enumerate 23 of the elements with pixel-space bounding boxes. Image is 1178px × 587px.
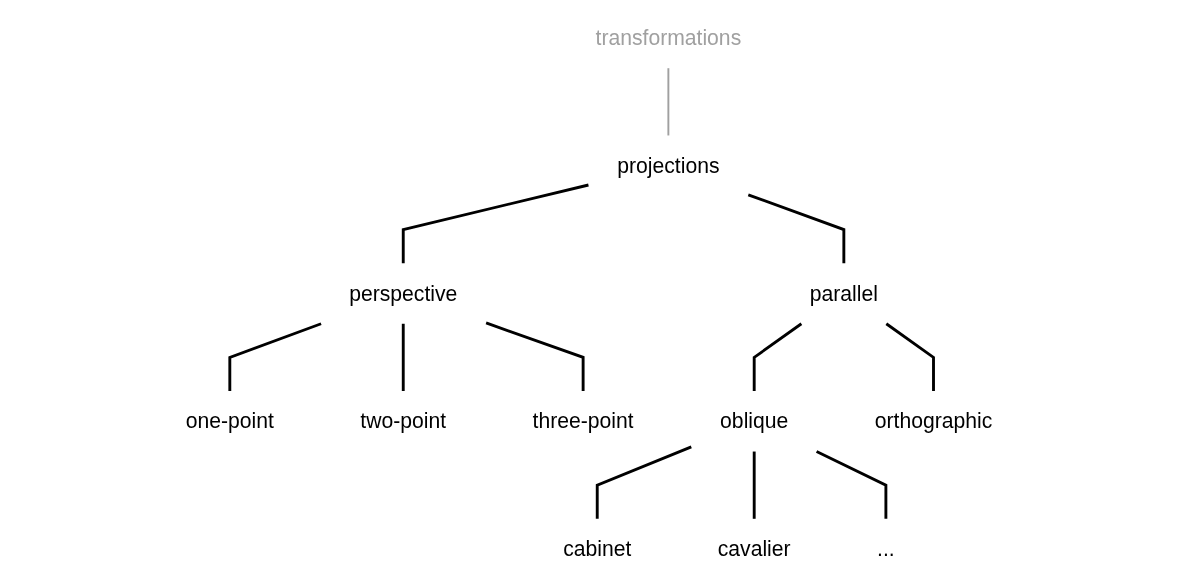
- node-text: orthographic: [874, 409, 993, 434]
- connector: [667, 67, 670, 137]
- connector: [747, 193, 846, 264]
- node-text: cabinet: [563, 537, 632, 562]
- node-text: two-point: [360, 409, 447, 434]
- node-text: parallel: [809, 281, 878, 306]
- connector: [885, 322, 935, 391]
- node-text: perspective: [349, 281, 458, 306]
- connector: [752, 322, 803, 391]
- connector: [401, 183, 589, 264]
- node-text: three-point: [532, 409, 634, 434]
- node-text: one-point: [185, 409, 274, 434]
- connector: [228, 322, 322, 391]
- node-text: transformations: [595, 25, 742, 50]
- node-text: projections: [617, 153, 720, 178]
- node-text: ...: [877, 537, 895, 562]
- connector: [595, 445, 692, 519]
- connector: [815, 450, 888, 519]
- connector: [752, 451, 756, 519]
- node-text: oblique: [720, 409, 789, 434]
- node-text: cavalier: [717, 537, 791, 562]
- connector: [485, 321, 585, 391]
- connector: [401, 323, 405, 391]
